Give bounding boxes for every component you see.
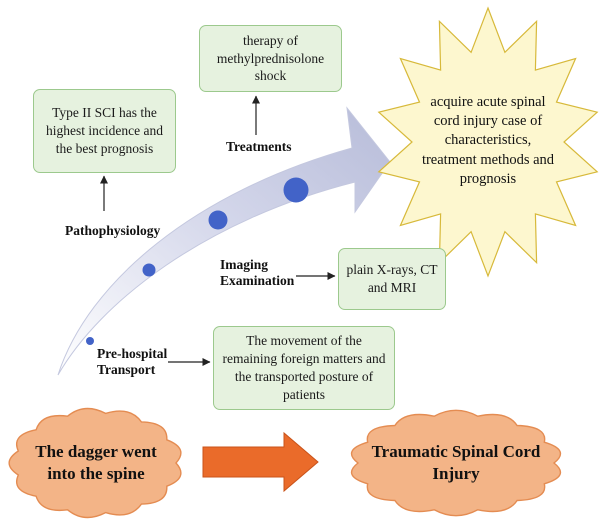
pathophysiology-label-text: Pathophysiology <box>65 223 161 238</box>
goal-text: acquire acute spinal cord injury case of… <box>418 76 558 206</box>
type2-sci-box-text: Type II SCI has the highest incidence an… <box>46 105 163 156</box>
cloud-right-shape <box>350 409 562 517</box>
imaging-label: Imaging Examination <box>220 257 294 290</box>
cloud-left-shape <box>8 407 182 519</box>
goal-starburst <box>377 6 599 278</box>
therapy-box-text: therapy of methylprednisolone shock <box>216 32 325 84</box>
cloud-left-text-content: The dagger went into the spine <box>35 442 157 483</box>
imaging-label-line2: Examination <box>220 273 295 289</box>
prehospital-label: Pre-hospital Transport <box>97 346 167 379</box>
transport-box: The movement of the remaining foreign ma… <box>213 326 395 410</box>
cloud-right-text-content: Traumatic Spinal Cord Injury <box>371 442 541 483</box>
transport-box-text: The movement of the remaining foreign ma… <box>222 333 386 402</box>
prehospital-label-line1: Pre-hospital <box>97 346 168 361</box>
prehospital-label-line2: Transport <box>97 362 156 378</box>
progress-dot-1 <box>86 337 94 345</box>
pathophysiology-label: Pathophysiology <box>65 223 160 239</box>
treatments-label-text: Treatments <box>226 139 292 154</box>
progress-curved-arrow <box>57 106 391 376</box>
imaging-result-box: plain X-rays, CT and MRI <box>338 248 446 310</box>
progress-dot-2 <box>142 263 156 277</box>
imaging-result-box-text: plain X-rays, CT and MRI <box>346 262 438 295</box>
imaging-label-line1: Imaging <box>220 257 269 272</box>
type2-sci-box: Type II SCI has the highest incidence an… <box>33 89 176 173</box>
orange-block-arrow <box>202 431 319 493</box>
goal-text-content: acquire acute spinal cord injury case of… <box>421 94 555 187</box>
therapy-box: therapy of methylprednisolone shock <box>199 25 342 92</box>
cloud-left-text: The dagger went into the spine <box>22 432 170 494</box>
cloud-right-text: Traumatic Spinal Cord Injury <box>368 432 544 494</box>
progress-dot-3 <box>208 210 228 230</box>
progress-dot-4 <box>283 177 309 203</box>
treatments-label: Treatments <box>226 139 291 155</box>
